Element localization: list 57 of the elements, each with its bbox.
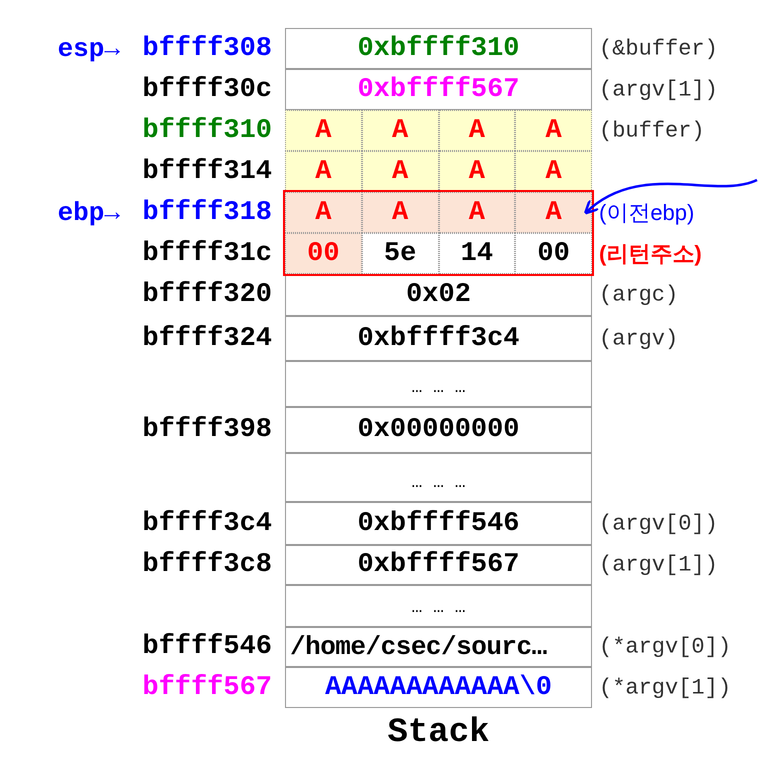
stack-cell: 0xbffff546 (285, 502, 592, 545)
memory-address: bffff398 (142, 415, 272, 445)
annotation: (*argv[0]) (599, 634, 732, 660)
register-pointer-label: ebp→ (58, 198, 120, 228)
memory-address: bffff320 (142, 280, 272, 310)
stack-cell: 00 (285, 233, 362, 274)
memory-address: bffff30c (142, 74, 272, 104)
memory-address: bffff310 (142, 116, 272, 146)
annotation: (argv[1]) (599, 552, 718, 578)
stack-cell: 5e (362, 233, 438, 274)
stack-cell: A (515, 192, 592, 233)
stack-cell: 0xbffff567 (285, 69, 592, 110)
stack-cell: A (362, 192, 438, 233)
caption: Stack (386, 714, 491, 752)
stack-cell: A (515, 110, 592, 151)
stack-cell: A (438, 192, 516, 233)
stack-cell: A (438, 151, 516, 192)
stack-cell: 0xbffff3c4 (285, 316, 592, 361)
annotation: (argv[1]) (599, 77, 718, 102)
stack-cell: A (362, 110, 438, 151)
stack-cell: A (515, 151, 592, 192)
stack-cell: A (438, 110, 516, 151)
annotation: (argc) (599, 282, 678, 308)
annotation: (argv) (599, 326, 678, 351)
stack-cell: 0xbffff567 (285, 545, 592, 585)
memory-address: bffff324 (142, 324, 272, 354)
stack-cell: AAAAAAAAAAAA\0 (285, 667, 592, 708)
stack-cell: A (285, 192, 362, 233)
stack-cell: 0x00000000 (285, 407, 592, 453)
memory-address: bffff318 (142, 198, 272, 228)
memory-address: bffff31c (142, 238, 272, 268)
annotation: (&buffer) (599, 36, 718, 61)
stack-cell: 0x02 (285, 274, 592, 316)
memory-address: bffff567 (142, 672, 272, 702)
curved-arrow (584, 178, 758, 215)
annotation: (이전ebp) (599, 198, 694, 227)
stack-cell: 0xbffff310 (285, 28, 592, 69)
stack-cell: 00 (515, 233, 592, 274)
annotation: (buffer) (599, 118, 705, 143)
stack-cell: A (362, 151, 438, 192)
stack-cell: 14 (438, 233, 516, 274)
annotation: (*argv[1]) (599, 675, 732, 700)
memory-address: bffff308 (142, 34, 272, 64)
memory-address: bffff546 (142, 632, 272, 662)
stack-cell: A (285, 110, 362, 151)
memory-address: bffff3c8 (142, 550, 272, 580)
annotation: (argv[0]) (599, 511, 718, 536)
memory-address: bffff314 (142, 156, 272, 186)
stack-cell: … … … (285, 585, 592, 627)
annotation: (리턴주소) (599, 240, 702, 268)
highlight-frame (283, 190, 594, 276)
stack-cell: A (285, 151, 362, 192)
register-pointer-label: esp→ (58, 34, 120, 64)
stack-cell: … … … (285, 361, 592, 407)
stack-cell: /home/csec/sourc… (285, 627, 592, 667)
memory-address: bffff3c4 (142, 508, 272, 538)
stack-cell: … … … (285, 453, 592, 502)
